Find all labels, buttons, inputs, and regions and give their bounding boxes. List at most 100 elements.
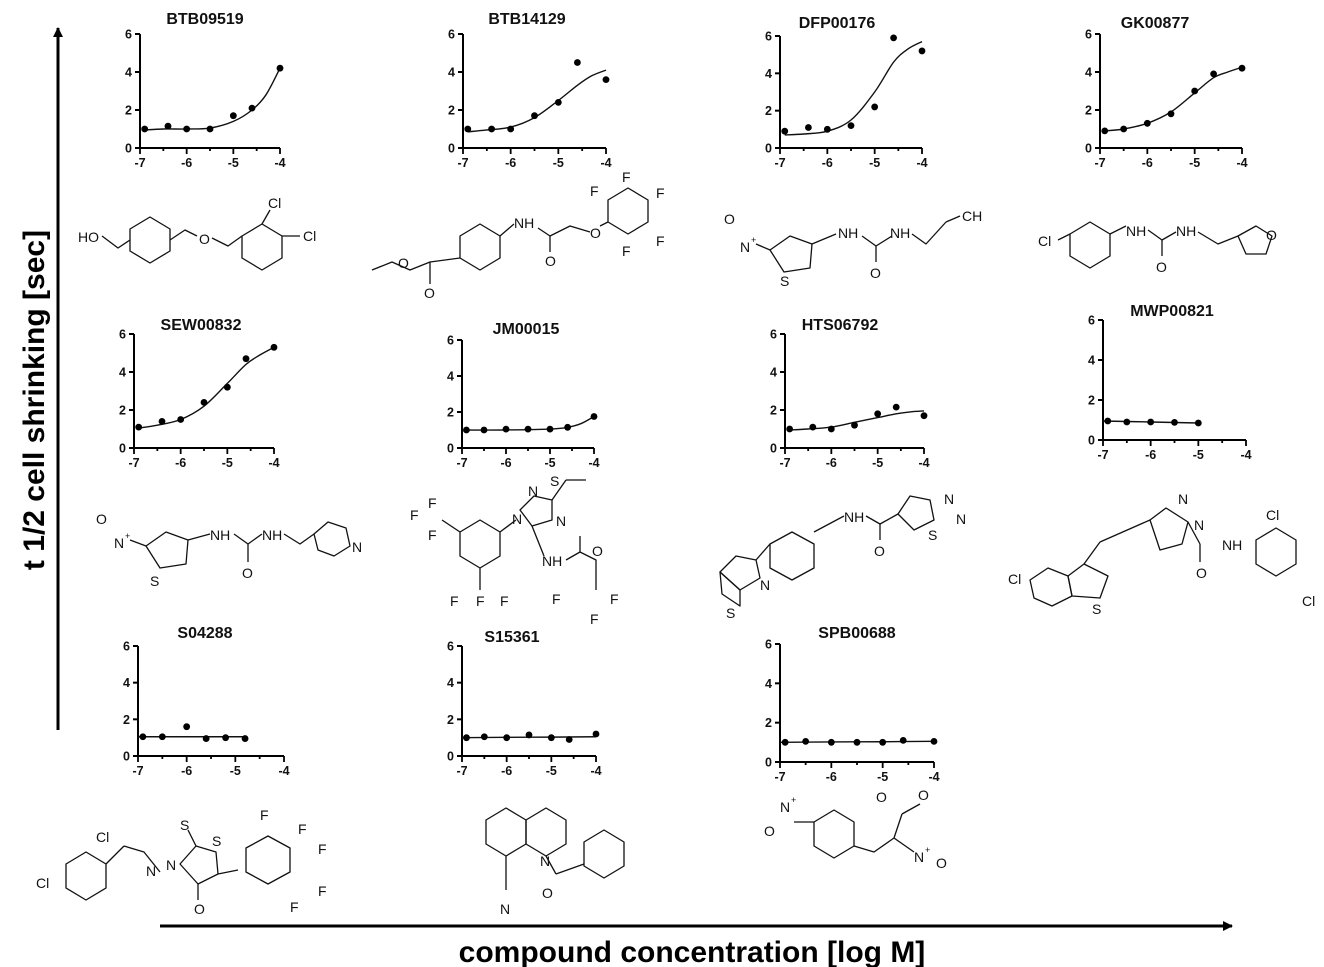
y-tick-label: 6 [770,328,777,342]
x-tick-label: -7 [1097,448,1108,462]
x-tick-label: -4 [916,156,927,170]
data-point [524,425,532,433]
data-point [802,737,810,745]
data-point [890,34,897,42]
s8-nh: NH [1222,537,1242,553]
y-tick-label: 0 [765,756,772,770]
y-tick-label: 0 [448,142,455,156]
s6-cf9: F [590,611,599,627]
x-tick-label: -5 [869,156,880,170]
s8-n1: N [1178,491,1188,507]
y-tick-label: 4 [1088,354,1095,368]
data-point [200,399,208,406]
x-tick-label: -7 [132,764,143,778]
y-tick-label: 0 [447,750,454,764]
s5-s: S [150,573,159,589]
x-tick-label: -5 [877,770,888,784]
s6-n1: N [512,511,522,527]
y-tick-label: 2 [1085,104,1092,118]
y-tick-label: 0 [119,442,126,456]
x-tick-label: -4 [590,764,601,778]
s8-cl3: Cl [1302,593,1315,609]
data-point [554,99,562,106]
data-point [139,733,147,741]
x-tick-label: -6 [505,156,516,170]
chart-title: BTB09519 [166,11,243,28]
x-tick-label: -6 [500,456,511,470]
s9-f4: F [318,883,327,899]
s3-om: O [724,211,735,227]
s3-ch: CH [962,208,982,224]
structure-4: Cl NH NH O O [1038,221,1277,275]
x-tick-label: -7 [134,156,145,170]
data-point [565,736,573,743]
s7-s1: S [928,527,937,543]
data-point [827,425,835,433]
chart-title: S04288 [177,625,232,642]
data-point [206,125,214,133]
s2-f3: F [656,185,665,201]
data-point [276,64,284,72]
s6-o: O [592,543,603,559]
y-tick-label: 4 [447,676,454,690]
chart-title: HTS06792 [802,317,879,334]
data-point [920,412,928,420]
data-point [879,738,887,746]
x-tick-label: -7 [774,156,785,170]
s7-n3: N [760,577,770,593]
s5-np: N [114,535,124,551]
x-tick-label: -4 [918,456,929,470]
s11-np: N [780,799,790,815]
data-point [827,738,835,746]
s11-o1: O [876,789,887,805]
s7-o: O [874,543,885,559]
x-tick-label: -6 [181,764,192,778]
s2-o1: O [398,255,409,271]
data-point [1143,119,1151,127]
x-tick-label: -7 [1094,156,1105,170]
s9-s: S [212,833,221,849]
data-point [141,125,149,133]
data-point [183,723,191,731]
s4-cl: Cl [1038,233,1051,249]
s9-f1: F [260,807,269,823]
structure-1: HO O Cl Cl [78,195,316,271]
data-point [525,731,533,739]
x-tick-label: -4 [274,156,285,170]
s7-s2: S [726,605,735,621]
data-point [590,413,598,420]
structure-11: O N + O O N + O [764,787,947,871]
data-point [899,736,907,744]
s5-o: O [242,565,253,581]
s9-cl2: Cl [36,875,49,891]
chart-title: GK00877 [1121,15,1190,32]
x-tick-label: -6 [822,156,833,170]
data-point [918,47,926,55]
data-point [871,103,879,111]
s2-f4: F [656,233,665,249]
s11-plus: + [791,795,796,805]
s1-cl2: Cl [303,228,316,244]
x-tick-label: -5 [546,764,557,778]
x-tick-label: -5 [230,764,241,778]
data-point [547,734,555,742]
x-tick-label: -7 [456,456,467,470]
s11-n2: N [914,849,924,865]
panels: BTB095190246-7-6-5-4BTB141290246-7-6-5-4… [119,11,1252,784]
s5-n: N [352,539,362,555]
x-tick-label: -6 [826,456,837,470]
data-point [464,125,472,133]
s6-s: S [550,473,559,489]
x-tick-label: -7 [774,770,785,784]
x-tick-label: -4 [928,770,939,784]
data-point [183,125,191,133]
s10-n: N [540,853,550,869]
data-point [202,735,210,742]
x-tick-label: -4 [1240,448,1251,462]
s6-cf7: F [552,591,561,607]
structure-5: O N + S NH NH O N [96,511,362,589]
